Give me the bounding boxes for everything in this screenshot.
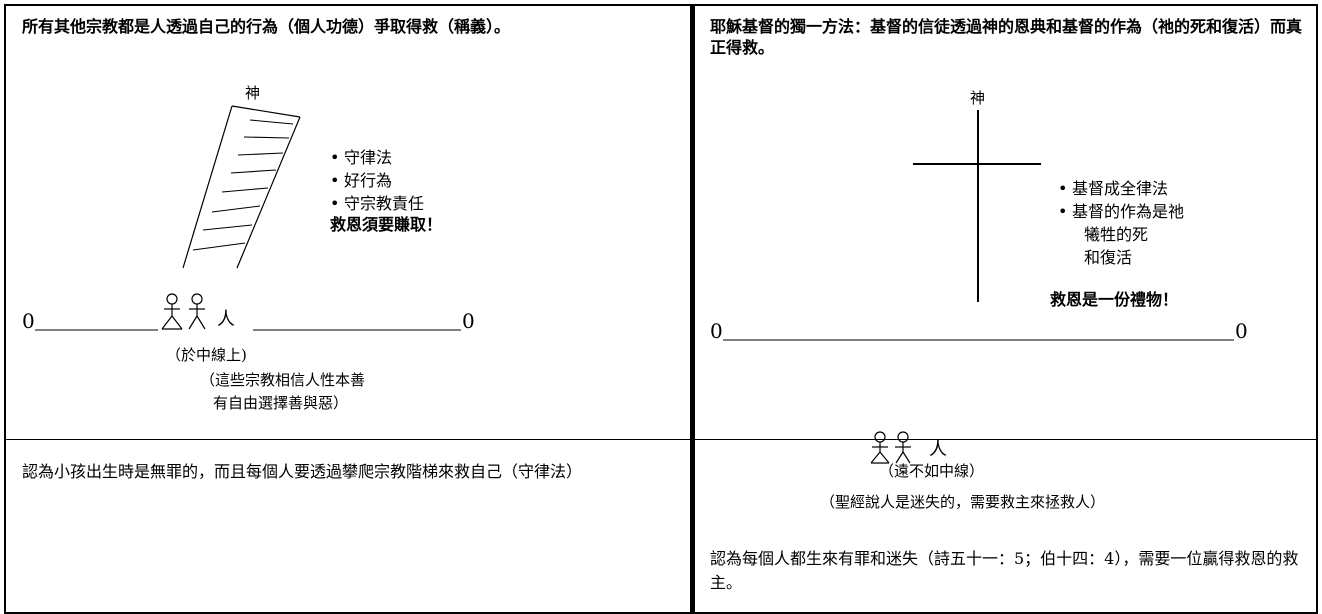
left-on-line-note: （於中線上) (166, 346, 247, 364)
right-bullet-item: 基督的作為是祂 (1058, 200, 1184, 223)
right-bullet-item: 基督成全律法 (1058, 177, 1184, 200)
right-bullet-list: 基督成全律法 基督的作為是祂 犧牲的死 和復活 (1058, 177, 1184, 269)
right-person-label: 人 (929, 439, 947, 460)
left-bullet-item: 守律法 (330, 146, 424, 169)
right-heading: 耶穌基督的獨一方法：基督的信徒透過神的恩典和基督的作為（祂的死和復活）而真正得救… (710, 17, 1303, 57)
right-bible-note: （聖經說人是迷失的，需要救主來拯救人） (820, 493, 1106, 511)
left-line-end-zero: 0 (462, 309, 475, 333)
left-belief-note-1: （這些宗教相信人性本善 (200, 371, 366, 389)
column-divider (690, 4, 695, 614)
right-line-end-zero: 0 (1235, 319, 1248, 343)
right-bullet-continuation: 和復活 (1084, 248, 1133, 267)
right-line-start-zero: 0 (710, 319, 723, 343)
left-person-label: 人 (217, 309, 235, 330)
left-belief-note-2: 有自由選擇善與惡） (213, 394, 349, 412)
left-line-start-zero: 0 (22, 309, 35, 333)
left-summary: 認為小孩出生時是無罪的，而且每個人要透過攀爬宗教階梯來救自己（守律法） (22, 462, 583, 481)
left-bullet-item: 好行為 (330, 169, 424, 192)
right-summary: 認為每個人都生來有罪和迷失（詩五十一：5；伯十四：4），需要一位贏得救恩的救主。 (710, 549, 1299, 592)
left-god-label: 神 (245, 84, 261, 102)
right-god-label: 神 (970, 89, 986, 107)
earned-salvation-text: 救恩須要賺取！ (330, 215, 443, 234)
gift-salvation-text: 救恩是一份禮物！ (1050, 290, 1179, 309)
right-below-note: （遠不如中線） (879, 462, 985, 480)
comparison-sheet (4, 4, 1318, 614)
left-bullet-list: 守律法 好行為 守宗教責任 (330, 146, 424, 215)
left-heading: 所有其他宗教都是人透過自己的行為（個人功德）爭取得救（稱義）。 (22, 17, 511, 36)
summary-divider (4, 439, 1318, 440)
right-bullet-continuation: 犧牲的死 (1084, 225, 1149, 244)
left-bullet-item: 守宗教責任 (330, 192, 424, 215)
